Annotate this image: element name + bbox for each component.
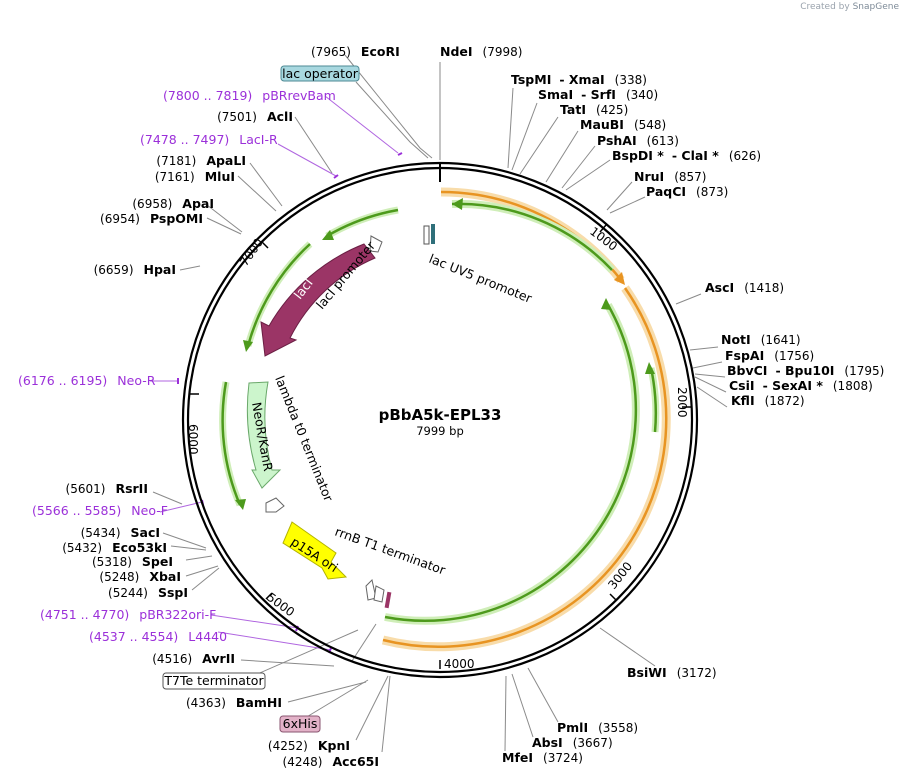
site-saci: (5434)SacI xyxy=(81,525,160,540)
plasmid-name: pBbA5k-EPL33 xyxy=(379,406,502,424)
site-apali: (7181)ApaLI xyxy=(156,153,246,168)
feature-lambda-t0-terminator: lambda t0 terminator xyxy=(272,374,336,505)
tick-6000: 6000 xyxy=(186,424,200,455)
credit-prefix: Created by xyxy=(800,2,850,12)
site-ecori: (7965)EcoRI xyxy=(311,44,400,59)
site-csii-sexai: CsiI- SexAI *(1808) xyxy=(729,378,873,393)
site-hpai: (6659)HpaI xyxy=(94,262,176,277)
site-bamhi: (4363)BamHI xyxy=(186,695,282,710)
feature-neor-kanr[interactable]: NeoR/KanR xyxy=(246,381,282,489)
snapgene-logo: SnapGene xyxy=(852,2,899,12)
primer-neo-r: (6176 .. 6195)Neo-R xyxy=(18,373,156,388)
6xhis-label: 6xHis xyxy=(283,716,318,731)
site-asci: AscI(1418) xyxy=(705,280,784,295)
site-smai-srfi: SmaI- SrfI(340) xyxy=(538,87,658,102)
site-sspi: (5244)SspI xyxy=(108,585,188,600)
6xhis-box: 6xHis xyxy=(279,715,321,733)
site-mfei: MfeI(3724) xyxy=(502,750,583,765)
lambda-t0-terminator-label: lambda t0 terminator xyxy=(272,374,336,505)
lac-operator-box-bg xyxy=(280,65,360,82)
backbone xyxy=(181,161,699,679)
backbone-ticks xyxy=(190,224,691,669)
site-nrui: NruI(857) xyxy=(634,169,706,184)
t7te-terminator-box-bg xyxy=(162,672,266,690)
site-ndei: NdeI(7998) xyxy=(440,44,522,59)
t7te-terminator-box: T7Te terminator xyxy=(162,672,266,690)
tick-2000: 2000 xyxy=(675,387,689,418)
site-leader-lines xyxy=(152,54,728,753)
lac-uv5-promoter-label: lac UV5 promoter xyxy=(427,251,535,306)
site-acli: (7501)AclI xyxy=(217,109,293,124)
lac-operator-box: lac operator xyxy=(280,65,360,82)
site-kfli: KflI(1872) xyxy=(731,393,805,408)
primer-pbr322ori-f: (4751 .. 4770)pBR322ori-F xyxy=(40,607,216,622)
site-labels-left: (4248)Acc65I (4252)KpnI (4363)BamHI (451… xyxy=(62,109,379,769)
site-bsiwi: BsiWI(3172) xyxy=(627,665,717,680)
site-mlui: (7161)MluI xyxy=(155,169,235,184)
primer-labels: (7800 .. 7819)pBRrevBam (7478 .. 7497)La… xyxy=(18,88,336,644)
primer-neo-f: (5566 .. 5585)Neo-F xyxy=(32,503,168,518)
site-pspomi: (6954)PspOMI xyxy=(100,211,203,226)
site-kpni: (4252)KpnI xyxy=(268,738,350,753)
site-pmli: PmlI(3558) xyxy=(557,720,638,735)
plasmid-size: 7999 bp xyxy=(416,424,464,438)
site-avrii: (4516)AvrII xyxy=(152,651,235,666)
orf-arcs xyxy=(219,187,671,652)
terminator-glyph xyxy=(265,497,285,513)
site-acc65i: (4248)Acc65I xyxy=(283,754,379,769)
site-maubi: MauBI(548) xyxy=(580,117,666,132)
rrnb-t1-terminator-label: rrnB T1 terminator xyxy=(333,524,448,578)
primer-laci-r: (7478 .. 7497)LacI-R xyxy=(140,132,278,147)
primer-l4440: (4537 .. 4554)L4440 xyxy=(89,629,227,644)
site-eco53ki: (5432)Eco53kI xyxy=(62,540,167,555)
6xhis-box-bg xyxy=(279,715,321,733)
site-fspai: FspAI(1756) xyxy=(725,348,814,363)
site-rsrii: (5601)RsrII xyxy=(66,481,148,496)
site-tati: TatI(425) xyxy=(560,102,628,117)
feature-lac-uv5-promoter: lac UV5 promoter xyxy=(423,224,535,306)
tick-4000: 4000 xyxy=(444,657,475,671)
snapgene-credit: Created by SnapGene xyxy=(800,2,899,12)
site-paqci: PaqCI(873) xyxy=(646,184,728,199)
site-labels-right: (7965)EcoRI NdeI(7998) TspMI- XmaI(338) … xyxy=(311,44,884,765)
site-pshai: PshAI(613) xyxy=(597,133,679,148)
site-noti: NotI(1641) xyxy=(721,332,801,347)
feature-rrnb-t1-terminator: rrnB T1 terminator xyxy=(333,524,448,609)
site-bspdi-clai: BspDI *- ClaI *(626) xyxy=(612,148,761,163)
site-apai: (6958)ApaI xyxy=(132,196,214,211)
lac-operator-label: lac operator xyxy=(282,66,359,81)
t7te-terminator-label: T7Te terminator xyxy=(163,673,264,688)
site-xbai: (5248)XbaI xyxy=(99,569,181,584)
primer-pbrrevbam: (7800 .. 7819)pBRrevBam xyxy=(163,88,336,103)
site-tspmi-xmai: TspMI- XmaI(338) xyxy=(511,72,647,87)
site-spei: (5318)SpeI xyxy=(92,554,173,569)
site-absi: AbsI(3667) xyxy=(532,735,613,750)
site-bbvci-bpu10i: BbvCI- Bpu10I(1795) xyxy=(727,363,884,378)
